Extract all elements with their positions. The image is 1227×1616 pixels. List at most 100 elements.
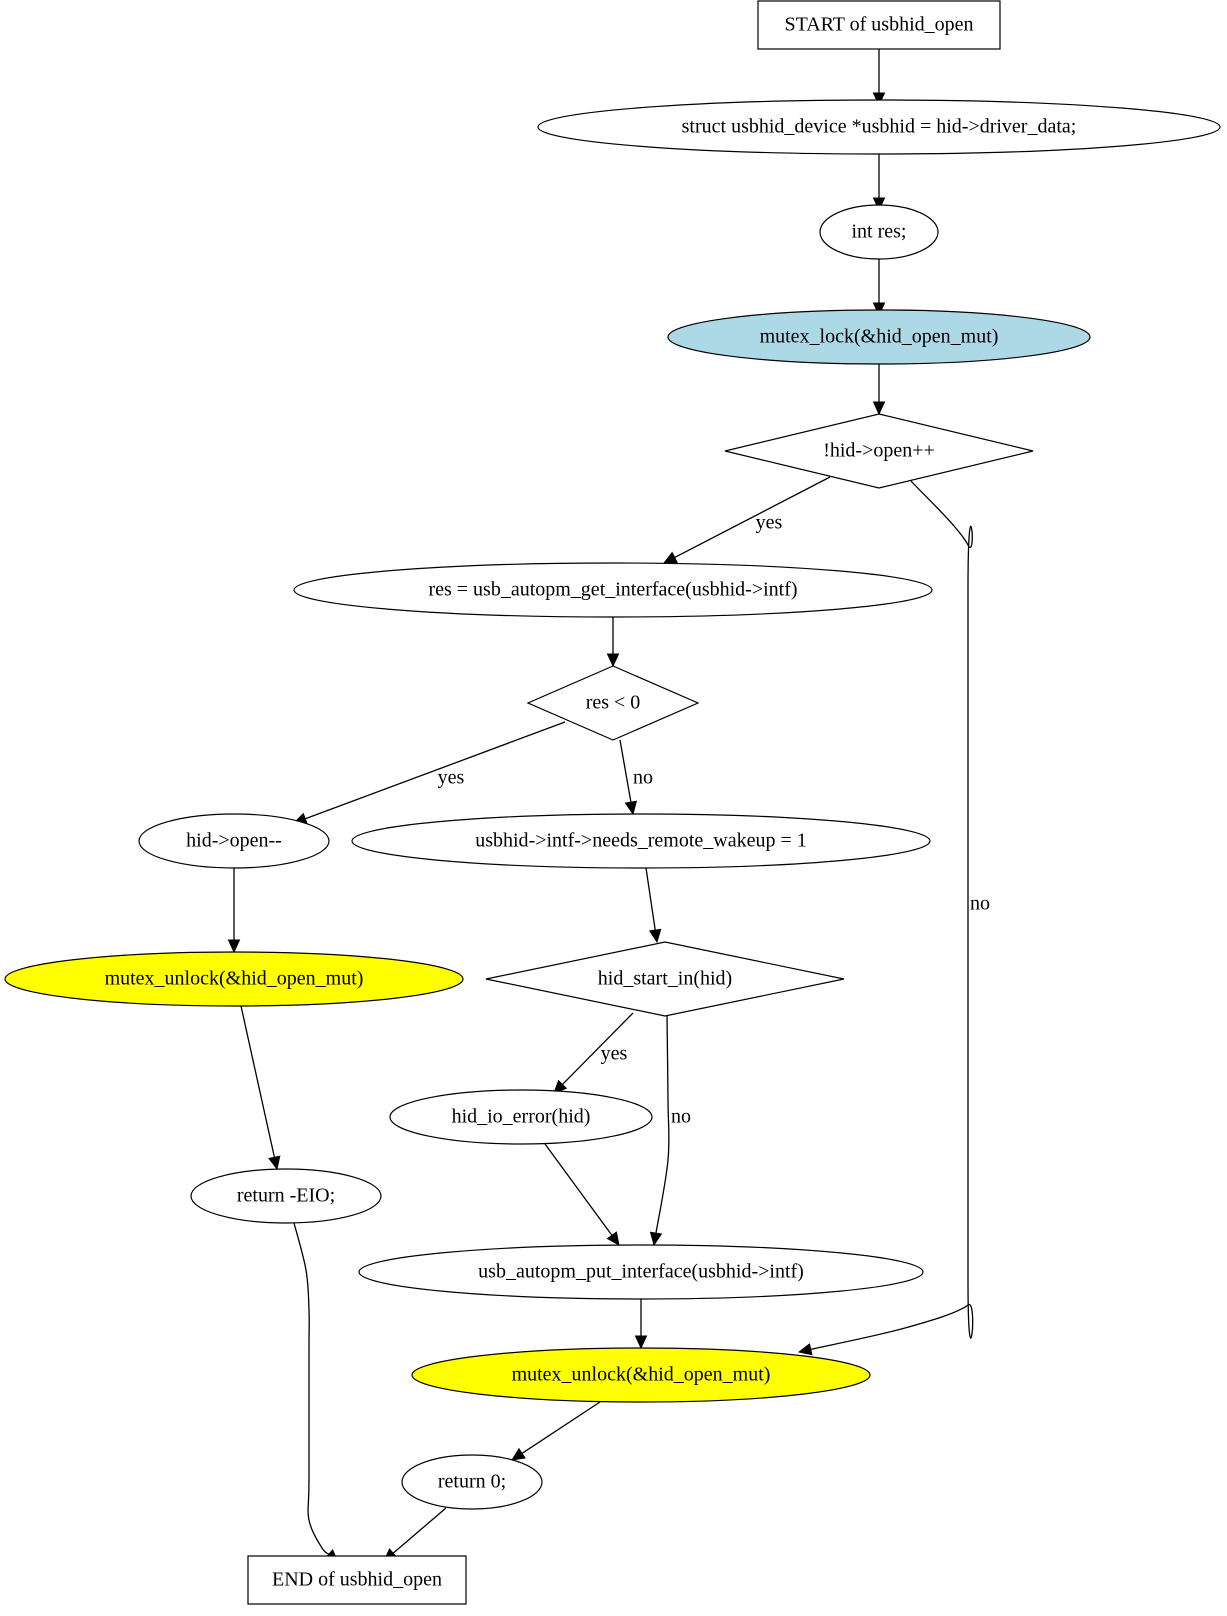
node-label: usb_autopm_put_interface(usbhid->intf) (478, 1261, 804, 1283)
arrowhead (872, 92, 886, 107)
box-shape (247, 1555, 467, 1605)
ellipse-shape (138, 813, 330, 869)
arrowhead (872, 401, 886, 416)
edge-line (673, 476, 831, 559)
edge-line (240, 1005, 276, 1159)
node-label: usbhid->intf->needs_remote_wakeup = 1 (475, 830, 807, 852)
node-label: res = usb_autopm_get_interface(usbhid->i… (428, 579, 797, 601)
node-return-eio: return -EIO; (190, 1168, 382, 1224)
edge-line (304, 721, 566, 820)
ellipse-shape (537, 99, 1221, 155)
diamond-shape (526, 665, 700, 741)
edge-line (561, 1012, 634, 1086)
ellipse-shape (351, 813, 931, 869)
node-label: END of usbhid_open (272, 1569, 442, 1591)
node-decl-usbhid: struct usbhid_device *usbhid = hid->driv… (537, 99, 1221, 155)
arrowhead (268, 1155, 281, 1171)
edge-open_dec-to-unlock_error (227, 868, 241, 954)
ellipse-shape (4, 951, 464, 1007)
edge-cond_start_in-to-io_error: yes (553, 1012, 634, 1094)
node-label: res < 0 (586, 692, 641, 714)
ellipse-shape (293, 562, 933, 618)
ellipse-shape (411, 1347, 871, 1403)
edge-return_eio-to-end (293, 1222, 339, 1563)
arrowhead (662, 551, 678, 564)
node-cond-start-in: hid_start_in(hid) (485, 941, 845, 1017)
node-label: hid_io_error(hid) (452, 1106, 591, 1128)
edge-start-to-decl_usbhid (872, 49, 886, 107)
ellipse-shape (389, 1089, 653, 1145)
edge-unlock_error-to-return_eio (240, 1005, 281, 1171)
edge-line (391, 1507, 447, 1555)
edge-label-no: no (633, 767, 653, 789)
node-needs-wakeup: usbhid->intf->needs_remote_wakeup = 1 (351, 813, 931, 869)
edge-decl_usbhid-to-decl_res (872, 154, 886, 212)
arrowhead (510, 1447, 526, 1461)
node-unlock-error: mutex_unlock(&hid_open_mut) (4, 951, 464, 1007)
ellipse-shape (819, 204, 939, 260)
node-return-zero: return 0; (401, 1454, 543, 1510)
edge-put_interface-to-unlock_ok (634, 1299, 648, 1350)
arrowhead (606, 653, 620, 668)
node-io-error: hid_io_error(hid) (389, 1089, 653, 1145)
node-label: return 0; (438, 1471, 506, 1493)
edge-label-yes: yes (756, 512, 783, 534)
arrowhead (797, 1343, 813, 1356)
node-label: mutex_lock(&hid_open_mut) (760, 326, 999, 348)
node-label: return -EIO; (237, 1185, 335, 1207)
edge-return_zero-to-end (383, 1507, 447, 1562)
diamond-shape (485, 941, 845, 1017)
arrowhead (648, 928, 662, 944)
node-label: mutex_unlock(&hid_open_mut) (105, 968, 364, 990)
node-label: !hid->open++ (823, 440, 935, 462)
edge-get_interface-to-cond_res (606, 617, 620, 668)
edge-cond_open-to-unlock_ok: no (797, 480, 990, 1356)
edge-decl_res-to-mutex_lock (872, 259, 886, 317)
node-put-interface: usb_autopm_put_interface(usbhid->intf) (358, 1244, 924, 1300)
node-start: START of usbhid_open (757, 0, 1001, 50)
edges-layer: yes no yes no yes no (227, 49, 990, 1563)
diamond-shape (724, 413, 1034, 489)
edge-line (544, 1143, 614, 1237)
edge-label-yes: yes (438, 767, 465, 789)
edge-label-no: no (671, 1106, 691, 1128)
arrowhead (872, 197, 886, 212)
node-cond-res: res < 0 (526, 665, 700, 741)
node-open-dec: hid->open-- (138, 813, 330, 869)
node-label: struct usbhid_device *usbhid = hid->driv… (682, 116, 1077, 138)
edge-io_error-to-put_interface (544, 1143, 620, 1246)
edge-line (645, 867, 657, 932)
edge-line (520, 1401, 601, 1455)
edge-needs_wakeup-to-cond_start_in (645, 867, 662, 944)
edge-line (619, 739, 632, 804)
edge-cond_start_in-to-put_interface: no (649, 1015, 691, 1247)
node-label: int res; (852, 221, 907, 243)
edge-label-no: no (970, 893, 990, 915)
arrowhead (872, 302, 886, 317)
edge-line (809, 480, 974, 1351)
node-mutex-lock: mutex_lock(&hid_open_mut) (667, 309, 1091, 365)
edge-cond_open-to-get_interface: yes (662, 476, 831, 564)
edge-cond_res-to-needs_wakeup: no (619, 739, 653, 816)
arrowhead (606, 1231, 620, 1246)
box-shape (757, 0, 1001, 50)
edge-cond_res-to-open_dec: yes (292, 721, 566, 825)
node-label: START of usbhid_open (784, 14, 973, 36)
arrowhead (649, 1231, 663, 1247)
edge-mutex_lock-to-cond_open (872, 364, 886, 416)
node-end: END of usbhid_open (247, 1555, 467, 1605)
edge-line (293, 1222, 331, 1556)
ellipse-shape (358, 1244, 924, 1300)
node-cond-open: !hid->open++ (724, 413, 1034, 489)
node-get-interface: res = usb_autopm_get_interface(usbhid->i… (293, 562, 933, 618)
edge-line (655, 1015, 670, 1235)
arrowhead (624, 800, 638, 816)
edge-unlock_ok-to-return_zero (510, 1401, 601, 1461)
arrowhead (227, 939, 241, 954)
node-label: hid->open-- (186, 830, 282, 852)
ellipse-shape (667, 309, 1091, 365)
ellipse-shape (190, 1168, 382, 1224)
node-label: mutex_unlock(&hid_open_mut) (512, 1364, 771, 1386)
ellipse-shape (401, 1454, 543, 1510)
